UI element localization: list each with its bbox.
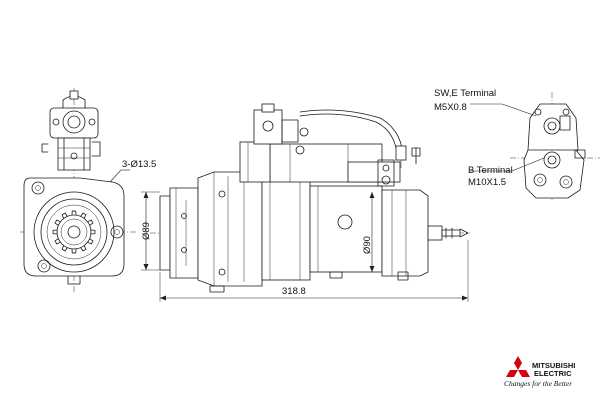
three-diamonds-icon: [506, 356, 530, 377]
mitsubishi-logo: [506, 356, 530, 377]
pinion-tooth: [87, 219, 94, 226]
front-solenoid: [41, 90, 101, 171]
pinion-tooth: [61, 245, 68, 252]
pinion-tooth: [71, 248, 77, 254]
b-terminal-thread: M10X1.5: [468, 177, 506, 188]
pinion-tooth: [54, 238, 61, 245]
hole-spec-label: 3-Ø13.5: [122, 159, 156, 170]
rear-view: [470, 92, 600, 200]
body-diameter-label: Ø90: [362, 236, 373, 254]
pinion-tooth: [71, 210, 77, 216]
pinion-tooth: [80, 212, 87, 219]
side-view: [150, 103, 470, 302]
sw-terminal-thread: M5X0.8: [434, 102, 467, 113]
rear-bracket: [381, 189, 429, 277]
brand-tagline: Changes for the Better: [504, 379, 572, 388]
pinion-tooth: [87, 238, 94, 245]
gear-case: [261, 179, 311, 281]
pinion-tooth: [80, 245, 87, 252]
drive-housing: [197, 171, 263, 287]
pinion-tooth: [54, 219, 61, 226]
pilot-diameter-label: Ø89: [141, 222, 152, 240]
b-terminal-stud: [543, 151, 561, 169]
brand-line-2: ELECTRIC: [534, 369, 572, 378]
brand-line-1: MITSUBISHI: [532, 361, 575, 370]
overall-length-label: 318.8: [282, 286, 306, 297]
front-view: [20, 88, 136, 292]
bolt-hole-bottom: [37, 259, 51, 273]
b-terminal-name: B Terminal: [468, 165, 513, 176]
bolt-hole-right: [110, 225, 124, 239]
pinion-tooth: [61, 212, 68, 219]
bolt-hole-top-left: [31, 181, 45, 195]
pilot-diameter-dimension: [141, 191, 160, 271]
solenoid: [239, 103, 401, 187]
pinion-tooth: [52, 229, 58, 235]
pinion-tooth: [90, 229, 96, 235]
mounting-flange: [23, 177, 125, 277]
sw-terminal-name: SW,E Terminal: [434, 88, 496, 99]
pinion-gear: [52, 210, 96, 254]
